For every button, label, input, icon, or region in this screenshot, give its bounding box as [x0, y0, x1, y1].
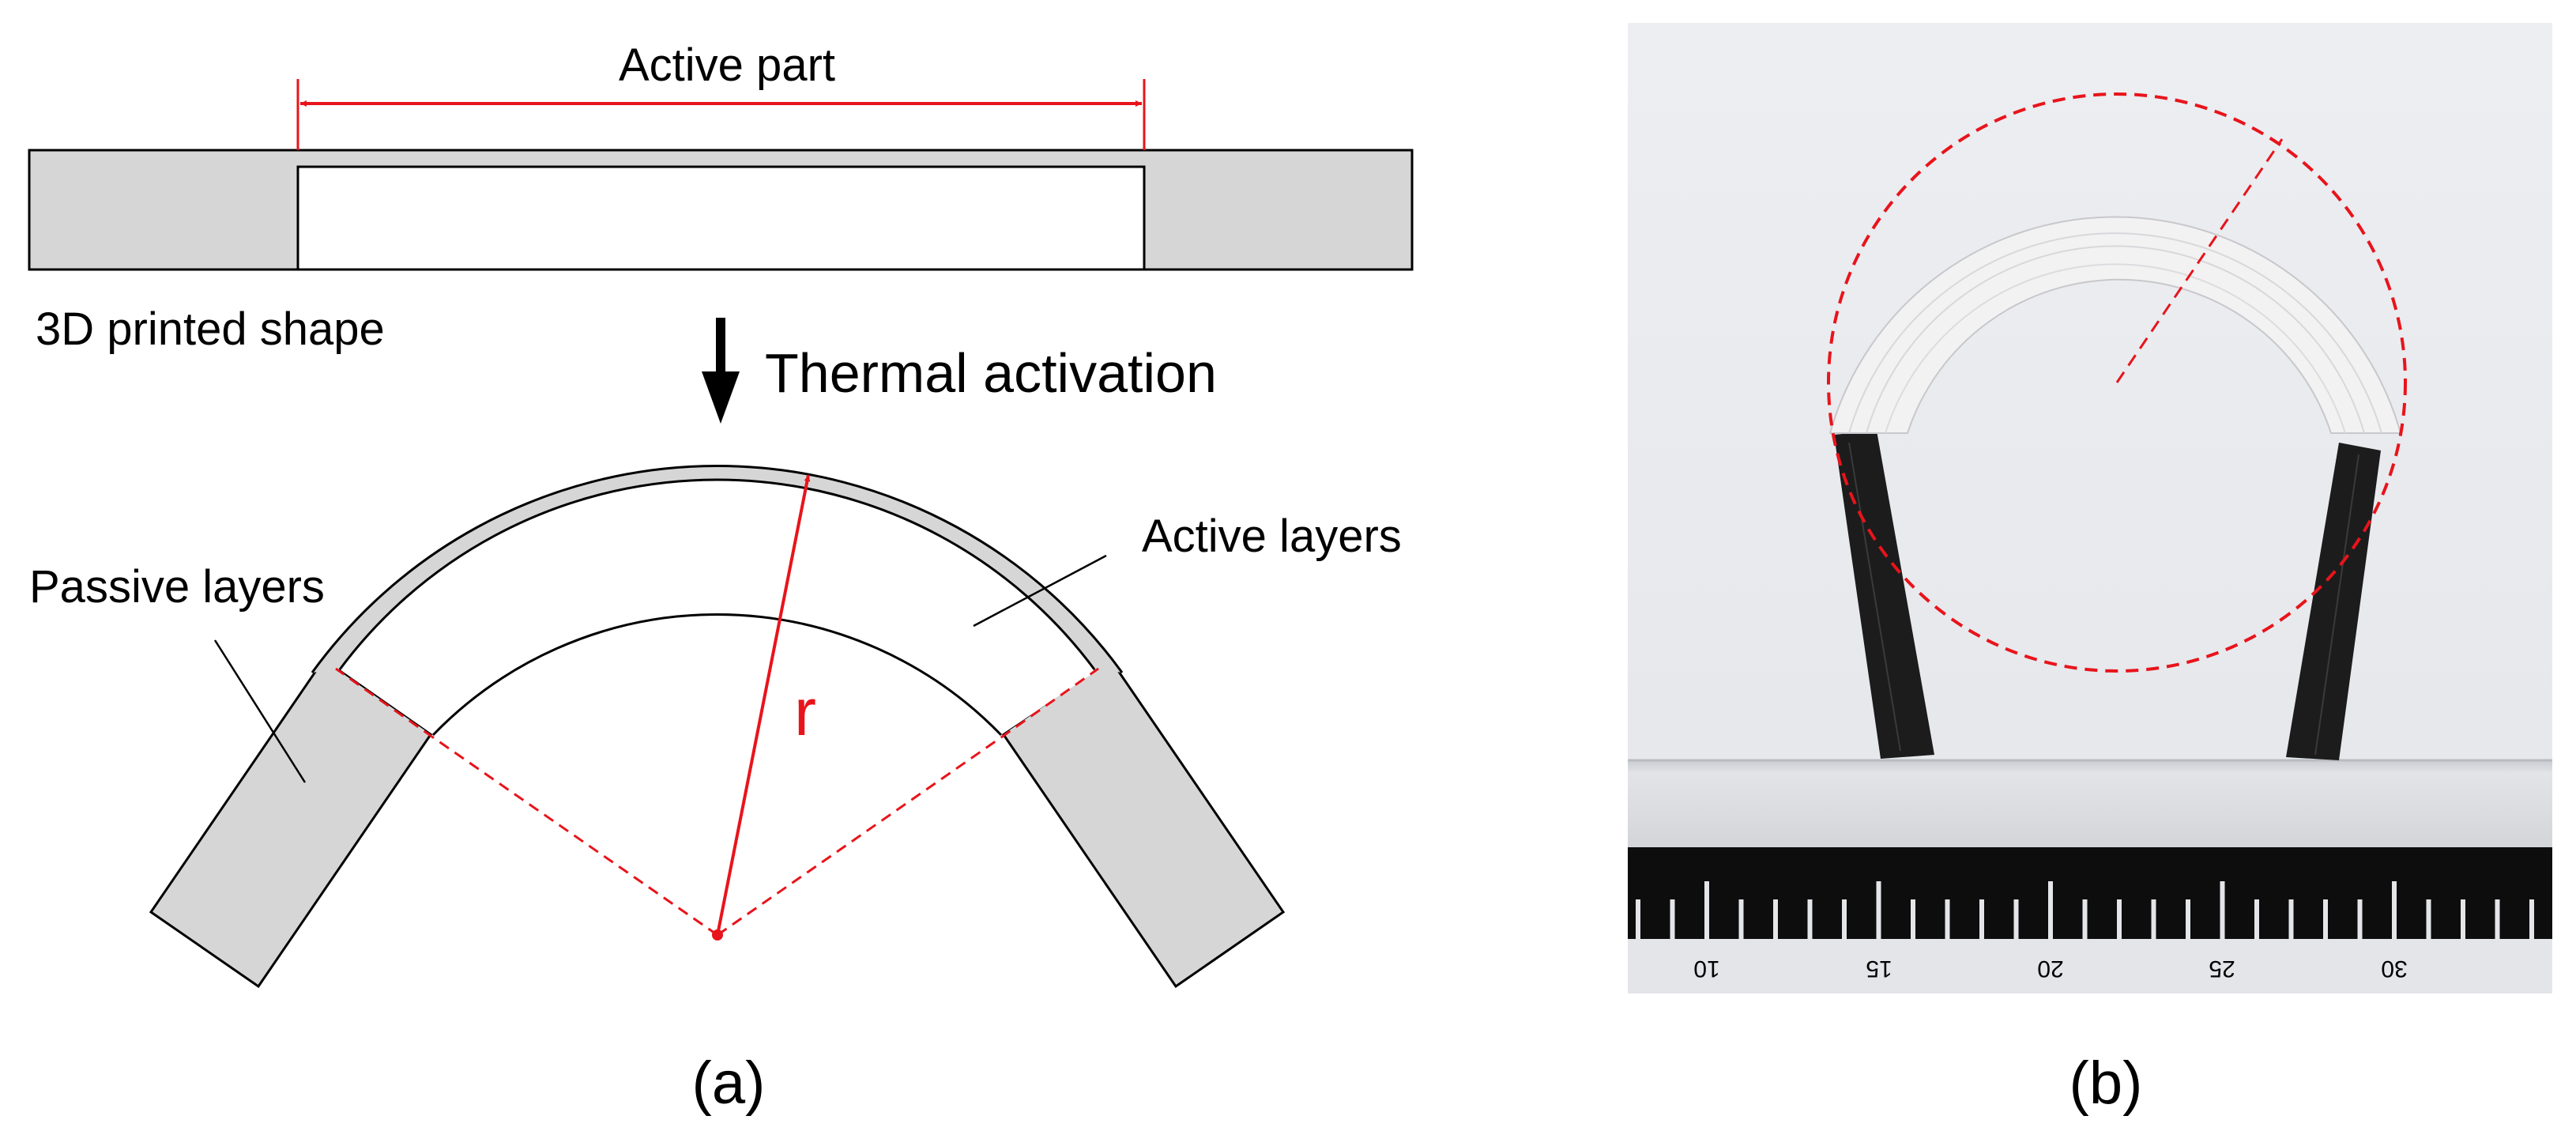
ruler-label-20: 20: [2037, 956, 2063, 982]
ruler-tick: [1876, 881, 1881, 939]
photo-fitted-circle: [1827, 92, 2407, 673]
ruler-tick: [2426, 899, 2431, 939]
ruler-tick: [2529, 899, 2534, 939]
panel-a: Active part 3D printed shape Thermal act…: [28, 40, 1414, 1117]
photo-black-leg-right: [2286, 443, 2381, 760]
ruler-tick: [2357, 899, 2363, 939]
photo: 10 15 20 25 30: [1628, 23, 2552, 993]
dashed-radial-left-outer: [335, 667, 434, 739]
photo-radius-line: [2115, 138, 2284, 383]
ruler-body: [1628, 847, 2552, 939]
radius-construction: r: [335, 474, 1099, 941]
active-band: [340, 479, 1094, 737]
ruler-label-15: 15: [1866, 956, 1892, 982]
dashed-radial-right-inner: [717, 736, 1002, 937]
caption-b: (b): [2069, 1050, 2143, 1117]
ruler-tick: [2254, 899, 2259, 939]
dashed-radial-right-outer: [1000, 667, 1099, 739]
ruler-tick: [1704, 881, 1709, 939]
ruler-tick: [2392, 881, 2397, 939]
ruler-tick: [1773, 899, 1778, 939]
passive-layers-leader: [213, 639, 307, 783]
ruler-ticks: [1636, 881, 2534, 939]
photo-ruler: 10 15 20 25 30: [1628, 847, 2552, 993]
printed-shape-label: 3D printed shape: [36, 303, 385, 355]
ruler-tick: [1738, 899, 1744, 939]
active-layers-callout: Active layers: [973, 511, 1402, 628]
ruler-tick: [1979, 899, 1984, 939]
ruler-tick: [2151, 899, 2156, 939]
ruler-scale-strip: [1628, 939, 2552, 993]
activation-arrow-head: [702, 371, 740, 424]
outer-arc: [311, 465, 1124, 673]
radius-arrow: [716, 474, 811, 936]
active-layers-label: Active layers: [1142, 511, 1402, 562]
ruler-tick: [1807, 899, 1813, 939]
ruler-tick: [2323, 899, 2328, 939]
dashed-radial-left-inner: [432, 736, 718, 937]
ruler-tick: [2082, 899, 2088, 939]
ruler-label-10: 10: [1693, 956, 1719, 982]
ruler-tick: [2117, 899, 2122, 939]
ruler-tick: [2013, 899, 2019, 939]
ruler-label-25: 25: [2209, 956, 2235, 982]
passive-leg-left: [149, 657, 434, 989]
activation-label: Thermal activation: [765, 342, 1217, 404]
ruler-label-30: 30: [2381, 956, 2407, 982]
photo-ledge: [1628, 760, 2552, 847]
photo-leg-left-texture: [1848, 442, 1901, 752]
ruler-tick: [2186, 899, 2190, 939]
mid-arc: [338, 478, 1096, 670]
inner-arc: [431, 613, 1003, 737]
ruler-tick: [2495, 899, 2500, 939]
radius-label: r: [794, 675, 816, 749]
photo-leg-right-texture: [2314, 454, 2359, 756]
ruler-tick: [2220, 881, 2225, 939]
ruler-tick: [2048, 881, 2053, 939]
ruler-tick: [2288, 899, 2294, 939]
ruler-tick: [1911, 899, 1915, 939]
photo-arch-layer-line-1: [1848, 232, 2382, 434]
ruler-tick: [1636, 899, 1640, 939]
active-part-dimension: Active part: [296, 40, 1146, 150]
panel-b: 10 15 20 25 30 (b): [1628, 23, 2552, 1117]
ruler-tick: [1842, 899, 1847, 939]
ruler-tick: [1945, 899, 1950, 939]
photo-white-arch: [1828, 216, 2402, 434]
flat-printed-shape: [28, 149, 1414, 271]
flat-active-region: [296, 165, 1146, 271]
passive-leg-right: [1000, 657, 1286, 989]
active-layers-leader: [973, 554, 1107, 628]
bent-printed-shape: [149, 465, 1286, 989]
activation-arrow: [702, 318, 740, 424]
ruler-tick: [1670, 899, 1675, 939]
ruler-tick: [2461, 899, 2465, 939]
passive-outer-band: [312, 466, 1122, 673]
passive-layers-label: Passive layers: [29, 561, 325, 613]
passive-layers-callout: Passive layers: [29, 561, 325, 783]
caption-a: (a): [692, 1050, 766, 1117]
photo-arch-layer-line-2: [1866, 245, 2365, 434]
photo-arch-layer-line-3: [1885, 263, 2346, 434]
active-part-label: Active part: [619, 40, 835, 91]
